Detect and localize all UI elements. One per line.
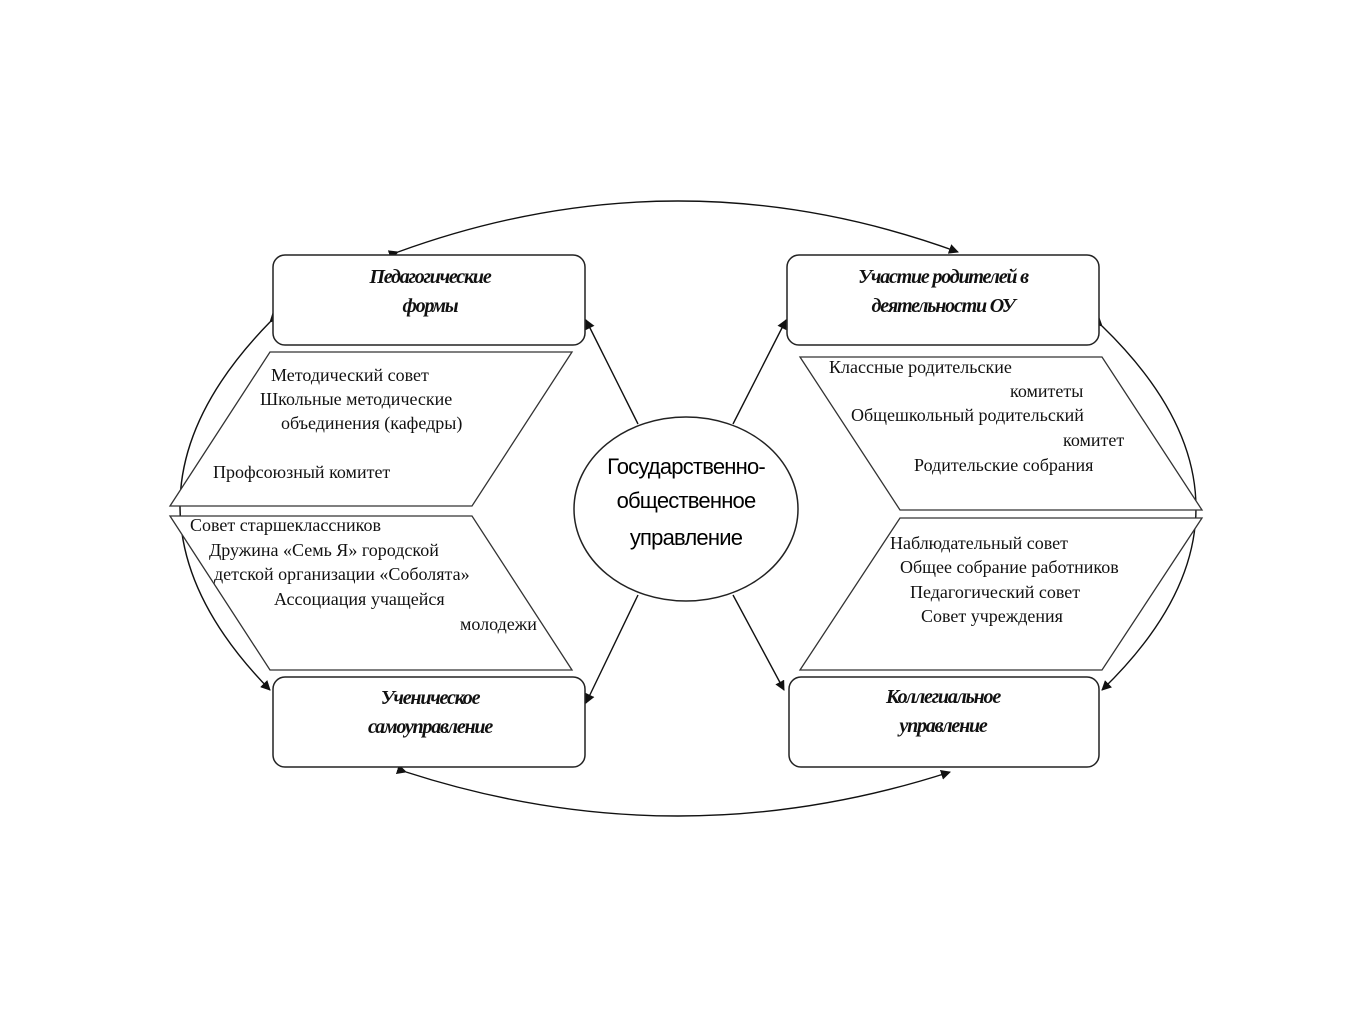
bottom-arc-arrow — [395, 764, 951, 817]
parents-list: Классные родительские комитеты Общешколь… — [829, 357, 1124, 475]
list-item: Школьные методические — [260, 389, 452, 409]
list-item: объединения (кафедры) — [281, 413, 462, 434]
center-title-line: общественное — [617, 488, 756, 513]
list-item: Общешкольный родительский — [851, 405, 1084, 425]
list-item: Общее собрание работников — [900, 557, 1119, 577]
list-item: Дружина «Семь Я» городской — [209, 540, 439, 560]
student-self-government-box: Ученическое самоуправление — [272, 676, 586, 768]
arrow-to-parents — [732, 319, 787, 425]
pedagogical-list-shape — [168, 351, 574, 507]
list-item: Совет старшеклассников — [190, 515, 381, 535]
collegial-list-shape — [798, 517, 1204, 671]
list-item: Совет учреждения — [921, 606, 1063, 626]
list-item: Родительские собрания — [914, 455, 1093, 475]
arrow-to-student — [585, 594, 639, 704]
student-list: Совет старшеклассников Дружина «Семь Я» … — [190, 515, 537, 634]
list-item: Классные родительские — [829, 357, 1012, 377]
list-item: Ассоциация учащейся — [274, 589, 445, 609]
list-item: комитеты — [1010, 381, 1083, 401]
box-title-line: самоуправление — [368, 716, 493, 738]
parents-participation-box: Участие родителей в деятельности ОУ — [786, 254, 1100, 346]
list-item: Методический совет — [271, 365, 429, 385]
student-list-shape — [168, 515, 574, 671]
parents-list-shape — [798, 356, 1204, 511]
box-title-line: Коллегиальное — [885, 686, 1001, 708]
list-item: Профсоюзный комитет — [213, 462, 390, 482]
box-title-line: деятельности ОУ — [871, 295, 1017, 317]
box-title-line: управление — [897, 715, 988, 737]
box-title-line: формы — [403, 295, 459, 317]
pedagogical-list: Методический совет Школьные методические… — [213, 365, 462, 482]
list-item: детской организации «Соболята» — [214, 564, 470, 584]
arrow-to-collegial — [732, 594, 785, 691]
list-item: молодежи — [460, 614, 537, 634]
central-node: Государственно- общественное управление — [573, 416, 799, 602]
pedagogical-forms-box: Педагогические формы — [272, 254, 586, 346]
center-title-line: управление — [630, 525, 743, 550]
collegial-management-box: Коллегиальное управление — [788, 676, 1100, 768]
box-title-line: Ученическое — [381, 687, 481, 709]
list-item: комитет — [1063, 430, 1124, 450]
arrow-to-pedagogical — [585, 319, 639, 425]
box-title-line: Педагогические — [368, 266, 491, 288]
collegial-list: Наблюдательный совет Общее собрание рабо… — [890, 533, 1119, 626]
center-title-line: Государственно- — [607, 454, 765, 479]
box-title-line: Участие родителей в — [858, 266, 1029, 288]
list-item: Наблюдательный совет — [890, 533, 1068, 553]
list-item: Педагогический совет — [910, 582, 1080, 602]
top-arc-arrow — [387, 200, 959, 260]
